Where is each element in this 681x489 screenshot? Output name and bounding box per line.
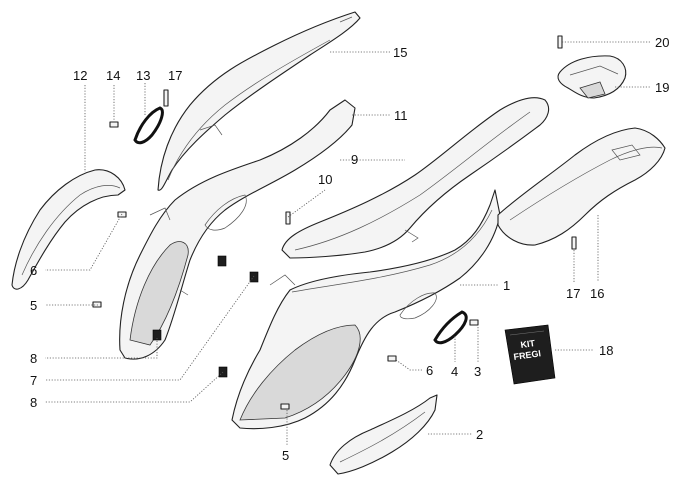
callout-15: 15 <box>393 45 407 60</box>
screw-3 <box>469 319 479 326</box>
callout-5-bottom: 5 <box>282 448 289 463</box>
screw-10 <box>285 211 291 225</box>
callout-8-lower: 8 <box>30 395 37 410</box>
callout-5-left: 5 <box>30 298 37 313</box>
leader-lines <box>45 41 650 445</box>
callout-20: 20 <box>655 35 669 50</box>
callout-8-upper: 8 <box>30 351 37 366</box>
part-9-tail-cover <box>281 97 550 259</box>
callout-10: 10 <box>318 172 332 187</box>
part-18-kit-bag <box>504 324 556 385</box>
screw-17-left <box>163 89 169 107</box>
callout-9: 9 <box>351 152 358 167</box>
screw-17-right <box>571 236 577 250</box>
kit-bag-label-line2: FREGI <box>513 348 542 362</box>
callout-7: 7 <box>30 373 37 388</box>
part-11-frame-panel <box>119 99 356 360</box>
clip-8-upper <box>152 329 162 341</box>
part-2-lower-trim <box>329 394 438 475</box>
screw-20 <box>557 35 563 49</box>
callout-12: 12 <box>73 68 87 83</box>
callout-4: 4 <box>451 364 458 379</box>
screw-5-bottom <box>280 403 290 410</box>
part-16-under-cover <box>497 127 666 246</box>
callout-14: 14 <box>106 68 120 83</box>
callout-17-left: 17 <box>168 68 182 83</box>
callout-6-left: 6 <box>30 263 37 278</box>
screw-6-right <box>387 355 397 362</box>
callout-1: 1 <box>503 278 510 293</box>
clip-7-b <box>249 271 259 283</box>
part-15-rear-upper-cover <box>157 11 361 191</box>
screw-14 <box>109 121 119 128</box>
part-1-side-panel <box>231 189 501 430</box>
kit-bag-label-line1: KIT <box>520 338 536 350</box>
clip-7-a <box>217 255 227 267</box>
callout-6-right: 6 <box>426 363 433 378</box>
part-19-bracket <box>557 55 627 99</box>
callout-17-right: 17 <box>566 286 580 301</box>
callout-2: 2 <box>476 427 483 442</box>
part-12-front-cover <box>11 169 126 290</box>
callout-11: 11 <box>394 108 408 123</box>
part-13-gasket <box>133 106 164 145</box>
callout-3: 3 <box>474 364 481 379</box>
callout-19: 19 <box>655 80 669 95</box>
screw-5-left <box>92 301 102 308</box>
part-4-gasket <box>433 310 468 345</box>
callout-16: 16 <box>590 286 604 301</box>
callout-18: 18 <box>599 343 613 358</box>
callout-13: 13 <box>136 68 150 83</box>
